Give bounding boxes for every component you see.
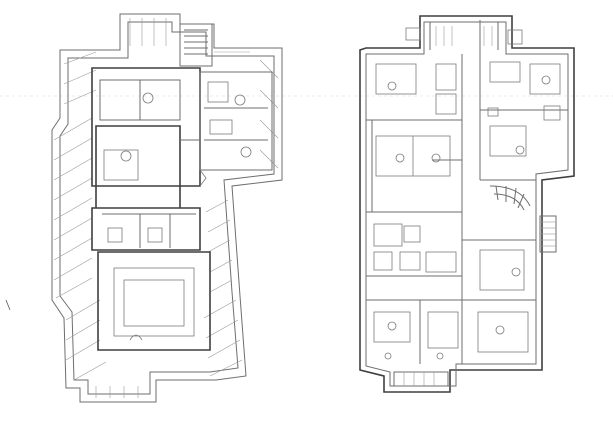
right-stair [489, 185, 557, 253]
left-roof-hatch [53, 18, 279, 398]
right-bottom-entry [393, 371, 449, 387]
right-furniture [373, 61, 561, 360]
right-plan [359, 15, 575, 393]
left-partitions [99, 79, 200, 248]
left-upper-wing [199, 71, 273, 171]
left-plan [51, 13, 283, 403]
left-walls [91, 67, 211, 351]
right-outer-walls [359, 15, 575, 393]
left-roof-outline [51, 13, 283, 403]
right-rooms [366, 20, 568, 364]
left-furniture [103, 81, 252, 341]
left-stair-core [179, 23, 213, 67]
right-top-entry [405, 26, 523, 46]
margin-tick [5, 299, 11, 311]
right-inner-outline [365, 21, 569, 387]
